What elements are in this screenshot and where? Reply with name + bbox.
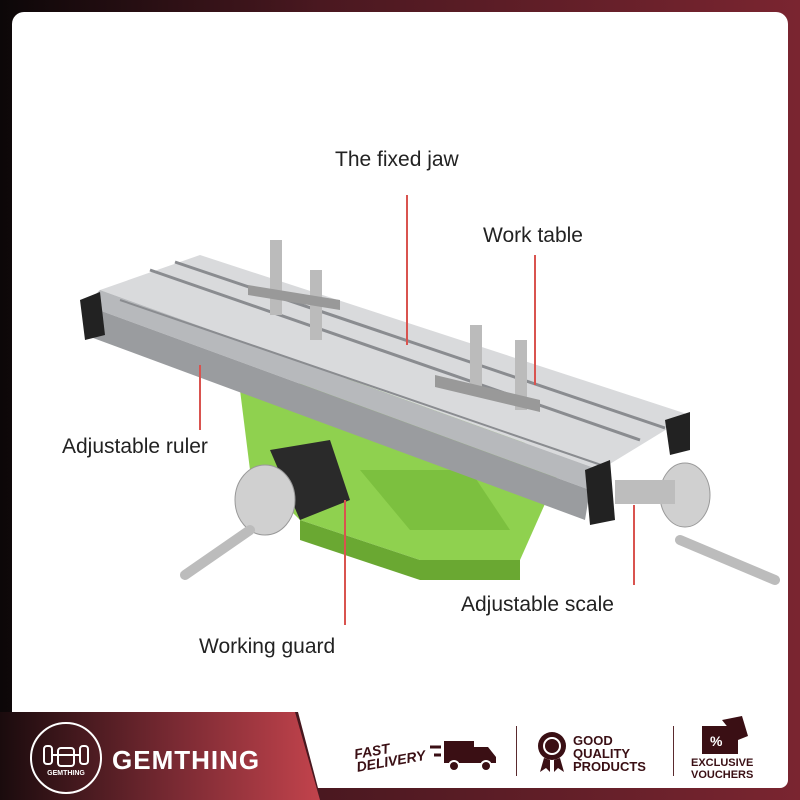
- feature-text: VOUCHERS: [691, 769, 754, 781]
- label-adjustable-scale: Adjustable scale: [461, 593, 614, 616]
- brand-logo: GEMTHING: [30, 722, 102, 794]
- label-fixed-jaw: The fixed jaw: [335, 148, 459, 171]
- label-adjustable-ruler: Adjustable ruler: [62, 435, 208, 458]
- work-table-leader-line: [534, 255, 536, 385]
- working-guard-leader-line: [344, 500, 346, 625]
- feature-text: PRODUCTS: [573, 759, 646, 774]
- feature-text: QUALITY: [573, 746, 631, 761]
- logo-text: GEMTHING: [47, 770, 85, 777]
- adjustable-ruler-leader-line: [199, 365, 201, 430]
- divider: [673, 726, 674, 776]
- brand-name: GEMTHING: [112, 745, 261, 775]
- feature-text: GOOD: [573, 733, 613, 748]
- quality-badge-icon: [538, 732, 566, 772]
- voucher-icon: %: [702, 716, 748, 754]
- label-working-guard: Working guard: [199, 635, 336, 658]
- divider: [516, 726, 517, 776]
- work-table-top: [100, 255, 690, 470]
- label-work-table: Work table: [483, 224, 583, 247]
- feature-good-quality: GOOD QUALITY PRODUCTS: [573, 734, 646, 773]
- dumbbell-fist-icon: [43, 745, 89, 767]
- svg-text:%: %: [710, 733, 723, 749]
- feature-text: EXCLUSIVE: [691, 757, 754, 769]
- fixed-jaw-leader-line: [406, 195, 408, 345]
- feature-exclusive-vouchers: EXCLUSIVE VOUCHERS: [691, 757, 753, 781]
- adjustable-scale-leader-line: [633, 505, 635, 585]
- delivery-truck-icon: [430, 741, 496, 772]
